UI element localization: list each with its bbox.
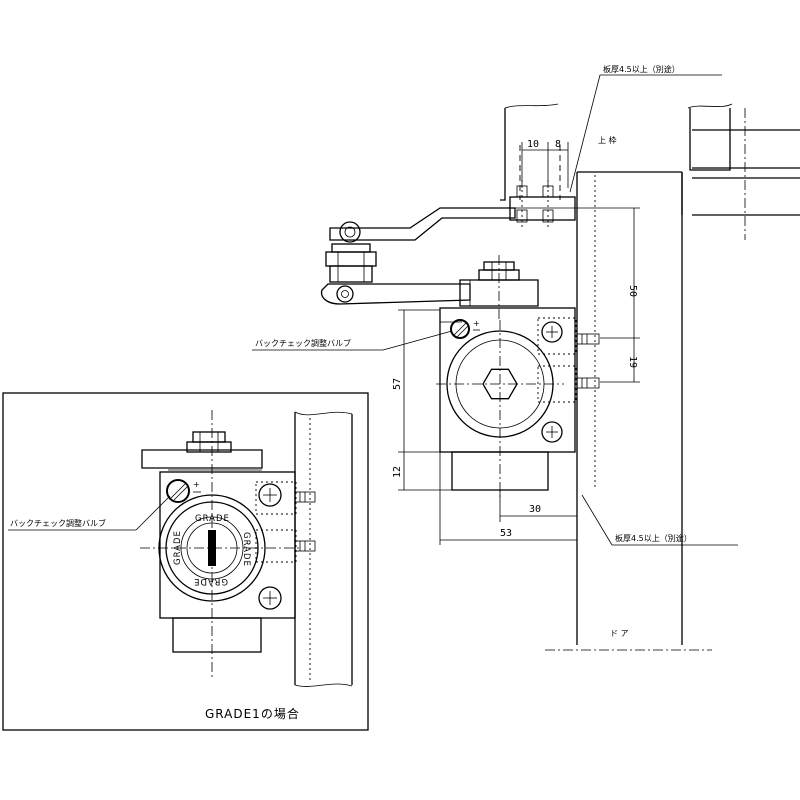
- dim-10: 10: [527, 139, 539, 150]
- dim-30: 30: [529, 504, 541, 515]
- dial-text-top: GRADE: [195, 514, 230, 524]
- svg-text:+: +: [473, 319, 480, 328]
- dim-8: 8: [555, 139, 561, 150]
- valve-label-inset: バックチェック調整バルブ: [10, 518, 106, 528]
- inset-screw-top: [258, 483, 282, 507]
- bottom-plate-note: 板厚4.5以上（別途）: [615, 533, 692, 543]
- dial-text-left: GRADE: [173, 530, 183, 565]
- door-label: ド ア: [610, 629, 629, 638]
- dim-57: 57: [392, 378, 403, 390]
- top-plate-note: 板厚4.5以上（別途）: [603, 64, 680, 74]
- dim-12: 12: [392, 466, 403, 478]
- door-bolt-top: [576, 333, 600, 345]
- dial-text-right: GRADE: [241, 532, 251, 567]
- inset-caption: GRADE1の場合: [205, 706, 300, 721]
- dim-50: 50: [627, 285, 638, 297]
- grade-dial: GRADE GRADE GRADE GRADE: [158, 494, 266, 602]
- dim-19: 19: [627, 356, 638, 368]
- backcheck-valve-main: +: [450, 319, 480, 339]
- dim-53: 53: [500, 528, 512, 539]
- dial-text-bottom: GRADE: [193, 576, 228, 586]
- dimensions: 10 8 50 19 57 12 30 53: [392, 139, 640, 545]
- door-bolt-bottom: [576, 377, 600, 389]
- annotations: 板厚4.5以上（別途） 板厚4.5以上（別途） バックチェック調整バルブ: [252, 64, 738, 546]
- frame-label: 上 枠: [598, 135, 617, 145]
- closer-screw-bottom: [541, 421, 563, 443]
- inset-grade1: GRADE1の場合 GRADE GRADE GRADE GRADE: [2, 392, 369, 731]
- inset-screw-bottom: [258, 586, 282, 610]
- arm-assembly: [320, 180, 576, 320]
- backcheck-valve-inset: +: [166, 479, 201, 503]
- closer-body: +: [436, 307, 600, 500]
- door-panel: ド ア: [545, 171, 712, 651]
- closer-screw-top: [541, 321, 563, 343]
- valve-label-main: バックチェック調整バルブ: [255, 338, 351, 348]
- svg-text:+: +: [193, 480, 200, 489]
